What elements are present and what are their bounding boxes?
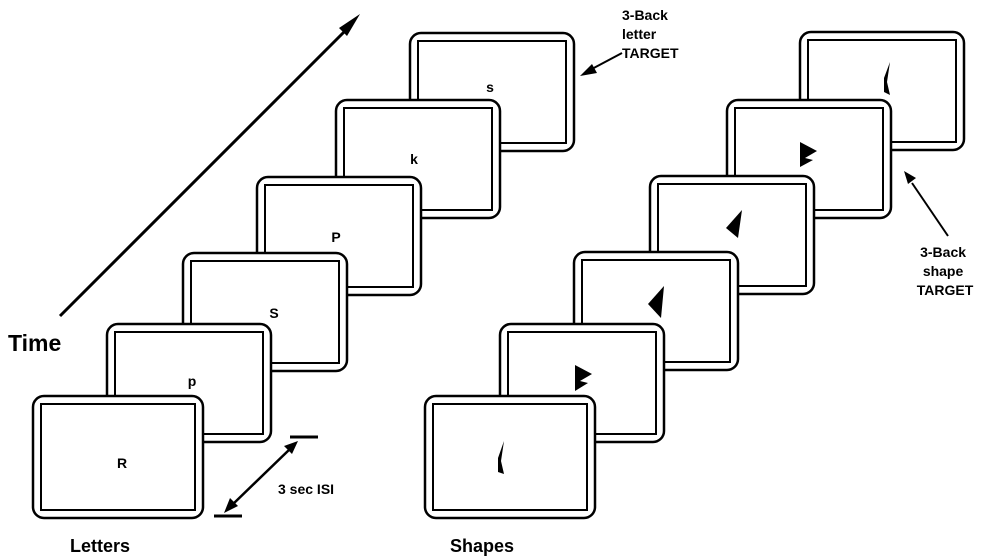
isi-indicator [214, 435, 318, 518]
shape-stimulus-6 [884, 62, 890, 95]
shapes-label: Shapes [450, 536, 514, 556]
letter-stimulus-5: k [410, 151, 418, 167]
shape-target-arrow [904, 171, 949, 237]
letter-stimulus-6: s [486, 79, 494, 95]
letter-stimulus-3: S [269, 305, 278, 321]
letter-stimulus-4: P [331, 229, 340, 245]
shape-stimulus-4 [726, 210, 742, 238]
letter-frame: R [31, 394, 205, 520]
shape-frame [423, 394, 597, 520]
shape-stimulus-1 [498, 441, 504, 474]
shape-stimulus-2 [575, 365, 592, 391]
isi-label: 3 sec ISI [278, 481, 334, 497]
letter-stimulus-1: R [117, 455, 127, 471]
shape-stimulus-3 [648, 286, 664, 318]
time-label: Time [8, 330, 61, 356]
letter-target-label: 3-Back letter TARGET [622, 7, 679, 61]
letters-label: Letters [70, 536, 130, 556]
letter-stimulus-2: p [188, 373, 197, 389]
shape-target-label: 3-Back shape TARGET [917, 244, 974, 298]
time-arrow [58, 14, 360, 318]
letter-target-arrow [580, 52, 623, 76]
shape-stimulus-5 [800, 142, 817, 167]
